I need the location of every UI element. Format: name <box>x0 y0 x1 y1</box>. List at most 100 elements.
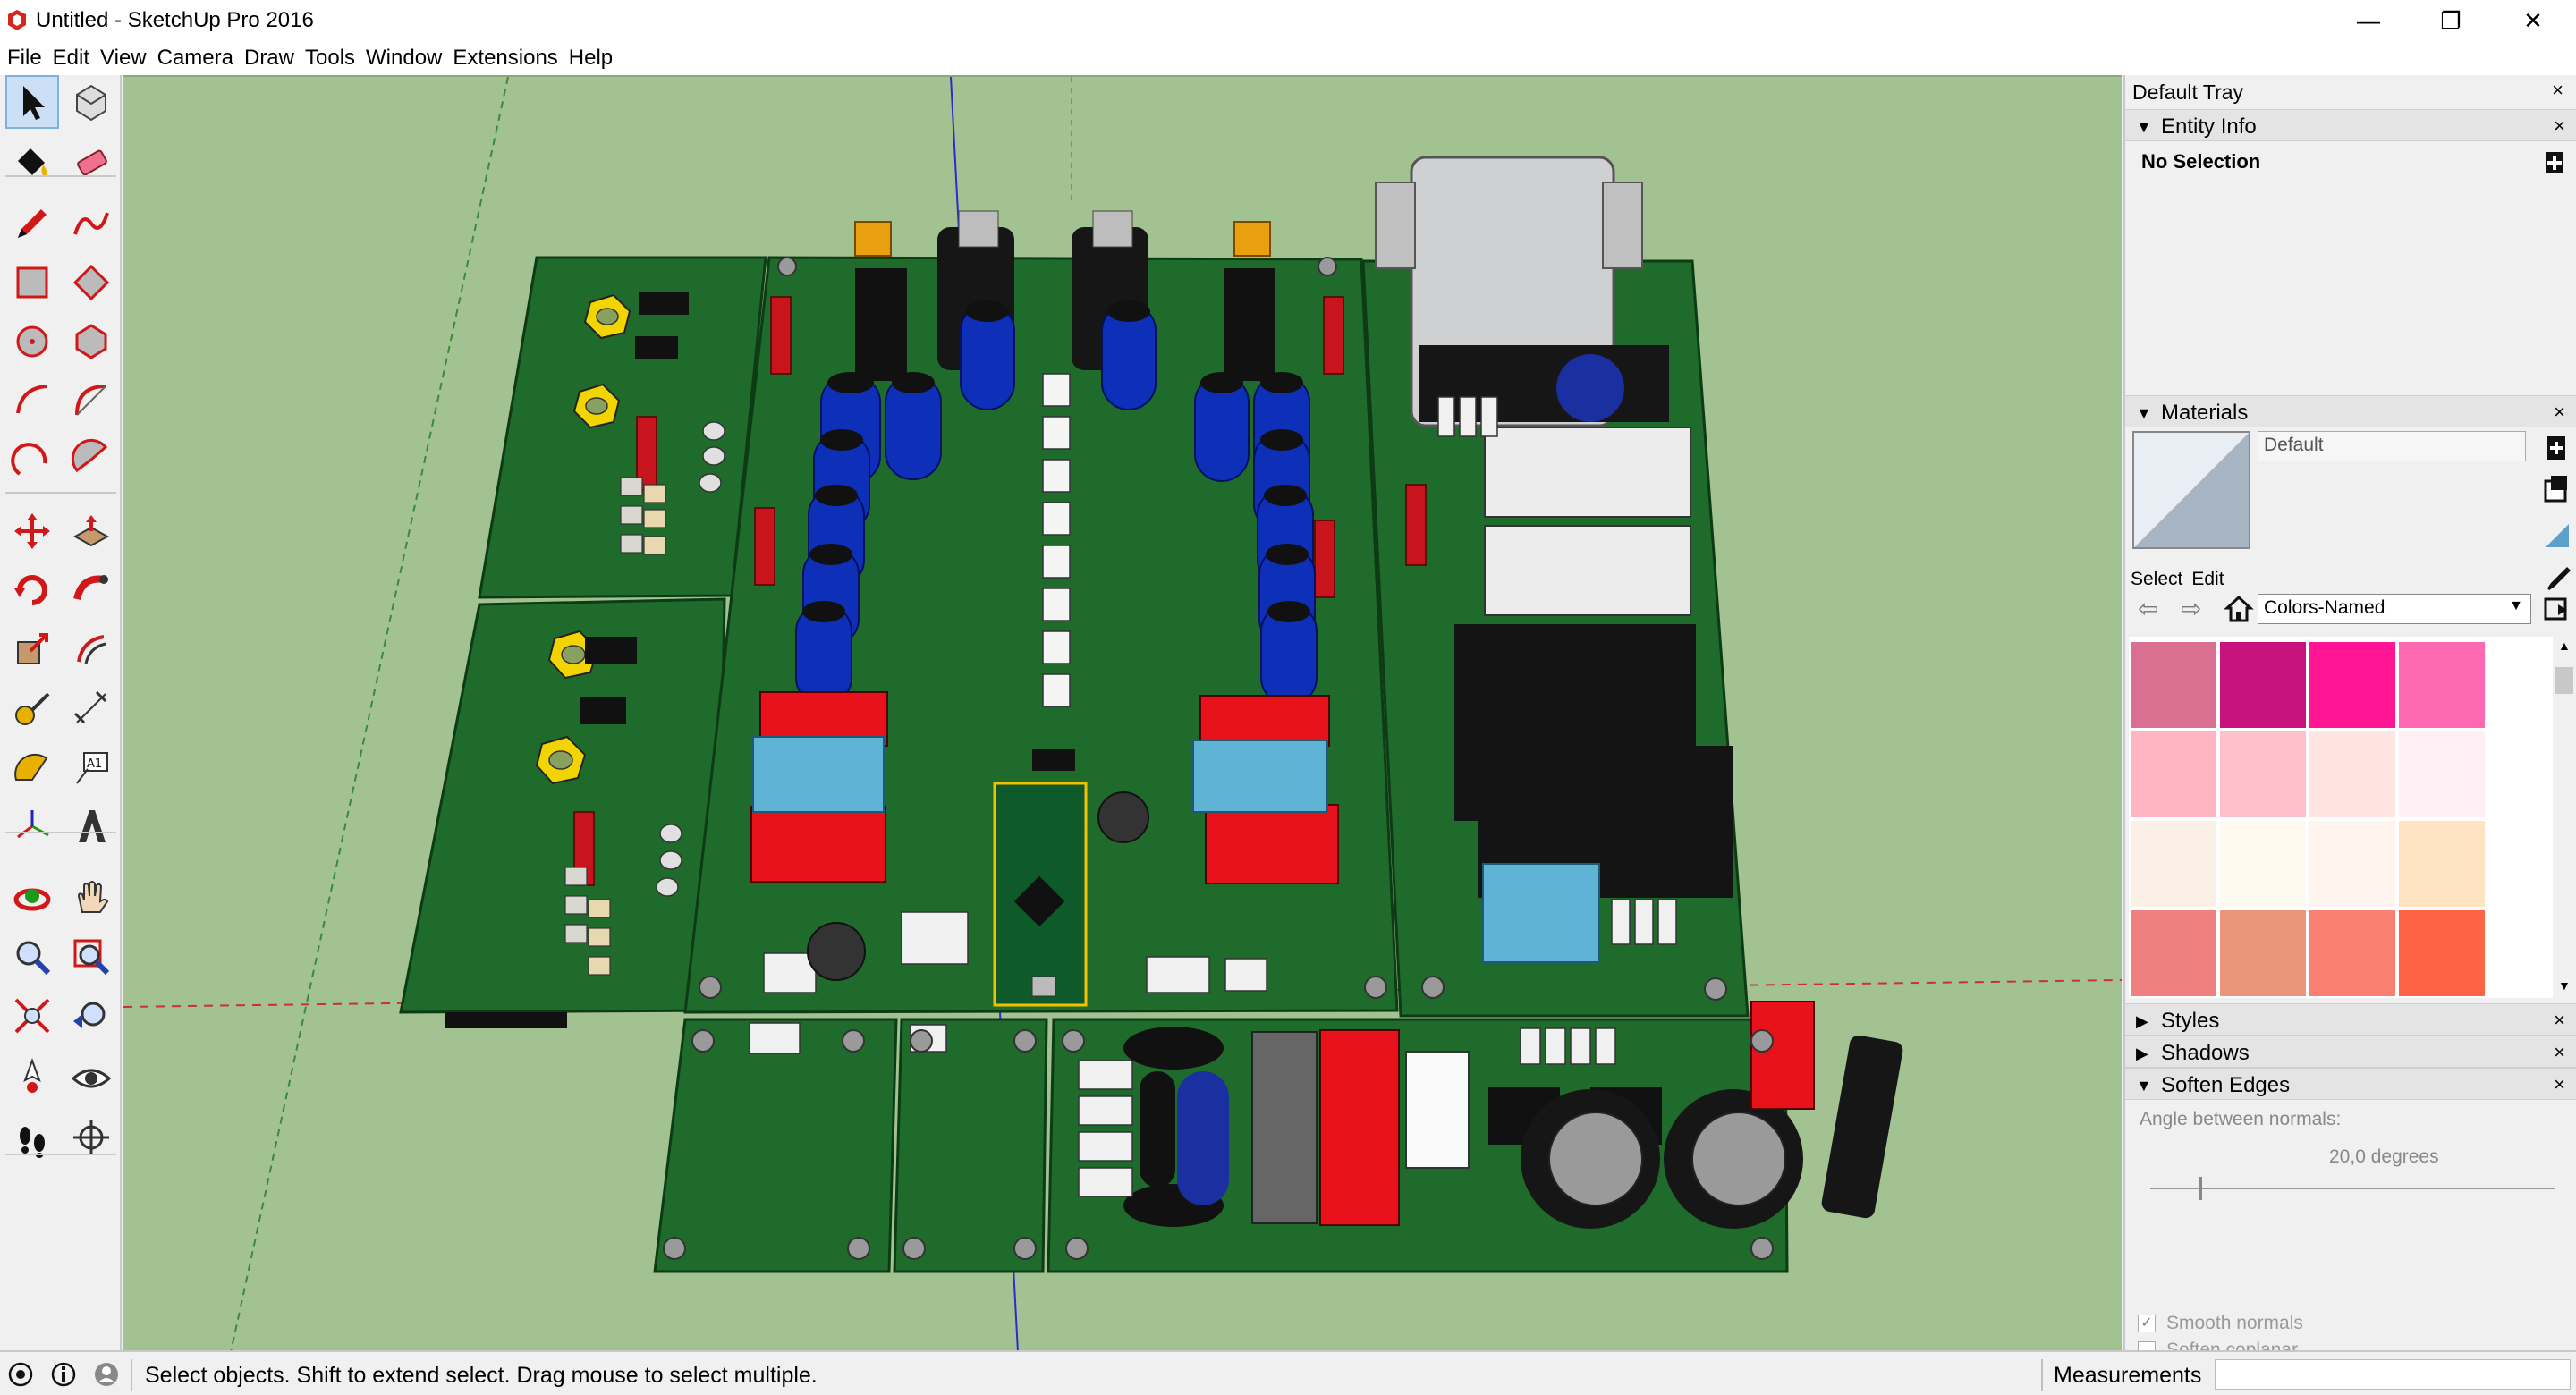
entity-info-header[interactable]: ▼ Entity Info × <box>2125 109 2576 141</box>
scroll-thumb[interactable] <box>2555 667 2573 694</box>
scroll-down-icon[interactable]: ▼ <box>2558 978 2571 993</box>
material-swatch[interactable] <box>2309 821 2395 907</box>
tab-edit[interactable]: Edit <box>2191 569 2224 589</box>
material-swatch[interactable] <box>2399 731 2485 817</box>
material-swatch[interactable] <box>2220 642 2306 728</box>
menu-extensions[interactable]: Extensions <box>453 46 558 70</box>
swatch-scrollbar[interactable]: ▲ ▼ <box>2553 637 2576 998</box>
make-component-tool[interactable] <box>64 75 118 129</box>
zoom-tool[interactable] <box>5 930 59 984</box>
styles-close-button[interactable]: × <box>2554 1009 2565 1031</box>
eyedropper-icon[interactable] <box>2544 563 2572 594</box>
previous-view-tool[interactable] <box>64 989 118 1043</box>
zoom-window-tool[interactable] <box>64 930 118 984</box>
material-library-select[interactable]: Colors-Named ▼ <box>2258 594 2531 624</box>
material-swatch[interactable] <box>2309 642 2395 728</box>
material-swatch[interactable] <box>2131 910 2216 996</box>
text-tool[interactable]: A1 <box>64 740 118 794</box>
circle-tool[interactable] <box>5 315 59 368</box>
look-around-tool[interactable] <box>64 1052 118 1105</box>
position-camera-tool[interactable] <box>5 1052 59 1105</box>
user-account-icon[interactable] <box>93 1361 120 1388</box>
material-swatch[interactable] <box>2131 821 2216 907</box>
3d-text-tool[interactable] <box>64 799 118 853</box>
toggle-details-icon[interactable] <box>2544 150 2565 175</box>
scroll-up-icon[interactable]: ▲ <box>2558 638 2571 653</box>
close-window-button[interactable]: ✕ <box>2523 6 2543 34</box>
menu-window[interactable]: Window <box>366 46 443 70</box>
menu-file[interactable]: File <box>7 46 42 70</box>
offset-tool[interactable] <box>64 622 118 676</box>
rotate-tool[interactable] <box>5 563 59 617</box>
shadows-close-button[interactable]: × <box>2554 1041 2565 1063</box>
move-tool[interactable] <box>5 504 59 558</box>
menu-tools[interactable]: Tools <box>305 46 356 70</box>
material-swatch[interactable] <box>2131 731 2216 817</box>
zoom-extents-tool[interactable] <box>5 989 59 1043</box>
section-plane-tool[interactable] <box>64 1111 118 1164</box>
credits-info-icon[interactable] <box>50 1361 77 1388</box>
material-name-field[interactable]: Default <box>2258 431 2526 461</box>
measurements-input[interactable] <box>2215 1359 2571 1390</box>
pan-tool[interactable] <box>64 871 118 925</box>
forward-arrow-icon[interactable]: ⇨ <box>2181 595 2202 622</box>
material-swatch[interactable] <box>2399 910 2485 996</box>
geo-location-icon[interactable] <box>7 1361 34 1388</box>
soften-edges-close-button[interactable]: × <box>2554 1073 2565 1095</box>
home-icon[interactable] <box>2224 594 2254 624</box>
entity-info-close-button[interactable]: × <box>2554 114 2565 137</box>
three-point-arc-tool[interactable] <box>5 433 59 486</box>
drawing-viewport[interactable] <box>123 75 2122 1350</box>
freehand-tool[interactable] <box>64 197 118 250</box>
soften-edges-header[interactable]: ▼ Soften Edges × <box>2125 1068 2576 1100</box>
material-swatch[interactable] <box>2399 642 2485 728</box>
styles-header[interactable]: ▶ Styles × <box>2125 1003 2576 1036</box>
material-swatch[interactable] <box>2220 910 2306 996</box>
materials-close-button[interactable]: × <box>2554 401 2565 423</box>
material-swatch[interactable] <box>2220 731 2306 817</box>
tray-close-button[interactable]: × <box>2552 79 2563 101</box>
material-arrow-icon[interactable] <box>2542 515 2572 551</box>
sample-paint-icon[interactable] <box>2540 474 2572 506</box>
smooth-normals-row[interactable]: ✓ Smooth normals <box>2138 1313 2303 1334</box>
rotated-rectangle-tool[interactable] <box>64 256 118 309</box>
menu-help[interactable]: Help <box>568 46 614 70</box>
walk-tool[interactable] <box>5 1111 59 1164</box>
arc-tool[interactable] <box>5 374 59 427</box>
maximize-button[interactable]: ❐ <box>2440 6 2462 34</box>
details-arrow-icon[interactable] <box>2542 596 2571 624</box>
tab-select[interactable]: Select <box>2131 569 2183 589</box>
materials-header[interactable]: ▼ Materials × <box>2125 395 2576 427</box>
dimension-tool[interactable] <box>64 681 118 735</box>
create-material-icon[interactable] <box>2544 435 2569 461</box>
minimize-button[interactable]: — <box>2357 6 2380 34</box>
pie-tool[interactable] <box>64 433 118 486</box>
material-swatch[interactable] <box>2309 731 2395 817</box>
eraser-tool[interactable] <box>64 136 118 190</box>
follow-me-tool[interactable] <box>64 563 118 617</box>
menu-view[interactable]: View <box>100 46 147 70</box>
material-swatch[interactable] <box>2131 642 2216 728</box>
smooth-normals-checkbox[interactable]: ✓ <box>2138 1315 2156 1332</box>
material-swatch[interactable] <box>2399 821 2485 907</box>
rectangle-tool[interactable] <box>5 256 59 309</box>
angle-slider-thumb[interactable] <box>2199 1177 2202 1200</box>
select-tool[interactable] <box>5 75 59 129</box>
protractor-tool[interactable] <box>5 740 59 794</box>
back-arrow-icon[interactable]: ⇦ <box>2138 595 2159 622</box>
shadows-header[interactable]: ▶ Shadows × <box>2125 1036 2576 1068</box>
polygon-tool[interactable] <box>64 315 118 368</box>
menu-draw[interactable]: Draw <box>243 46 294 70</box>
material-swatch[interactable] <box>2309 910 2395 996</box>
material-swatch[interactable] <box>2220 821 2306 907</box>
two-point-arc-tool[interactable] <box>64 374 118 427</box>
scale-tool[interactable] <box>5 622 59 676</box>
push-pull-tool[interactable] <box>64 504 118 558</box>
line-tool[interactable] <box>5 197 59 250</box>
tape-measure-tool[interactable] <box>5 681 59 735</box>
menu-edit[interactable]: Edit <box>52 46 90 70</box>
menu-camera[interactable]: Camera <box>157 46 233 70</box>
orbit-tool[interactable] <box>5 871 59 925</box>
paint-bucket-tool[interactable] <box>5 136 59 190</box>
axes-tool[interactable] <box>5 799 59 853</box>
